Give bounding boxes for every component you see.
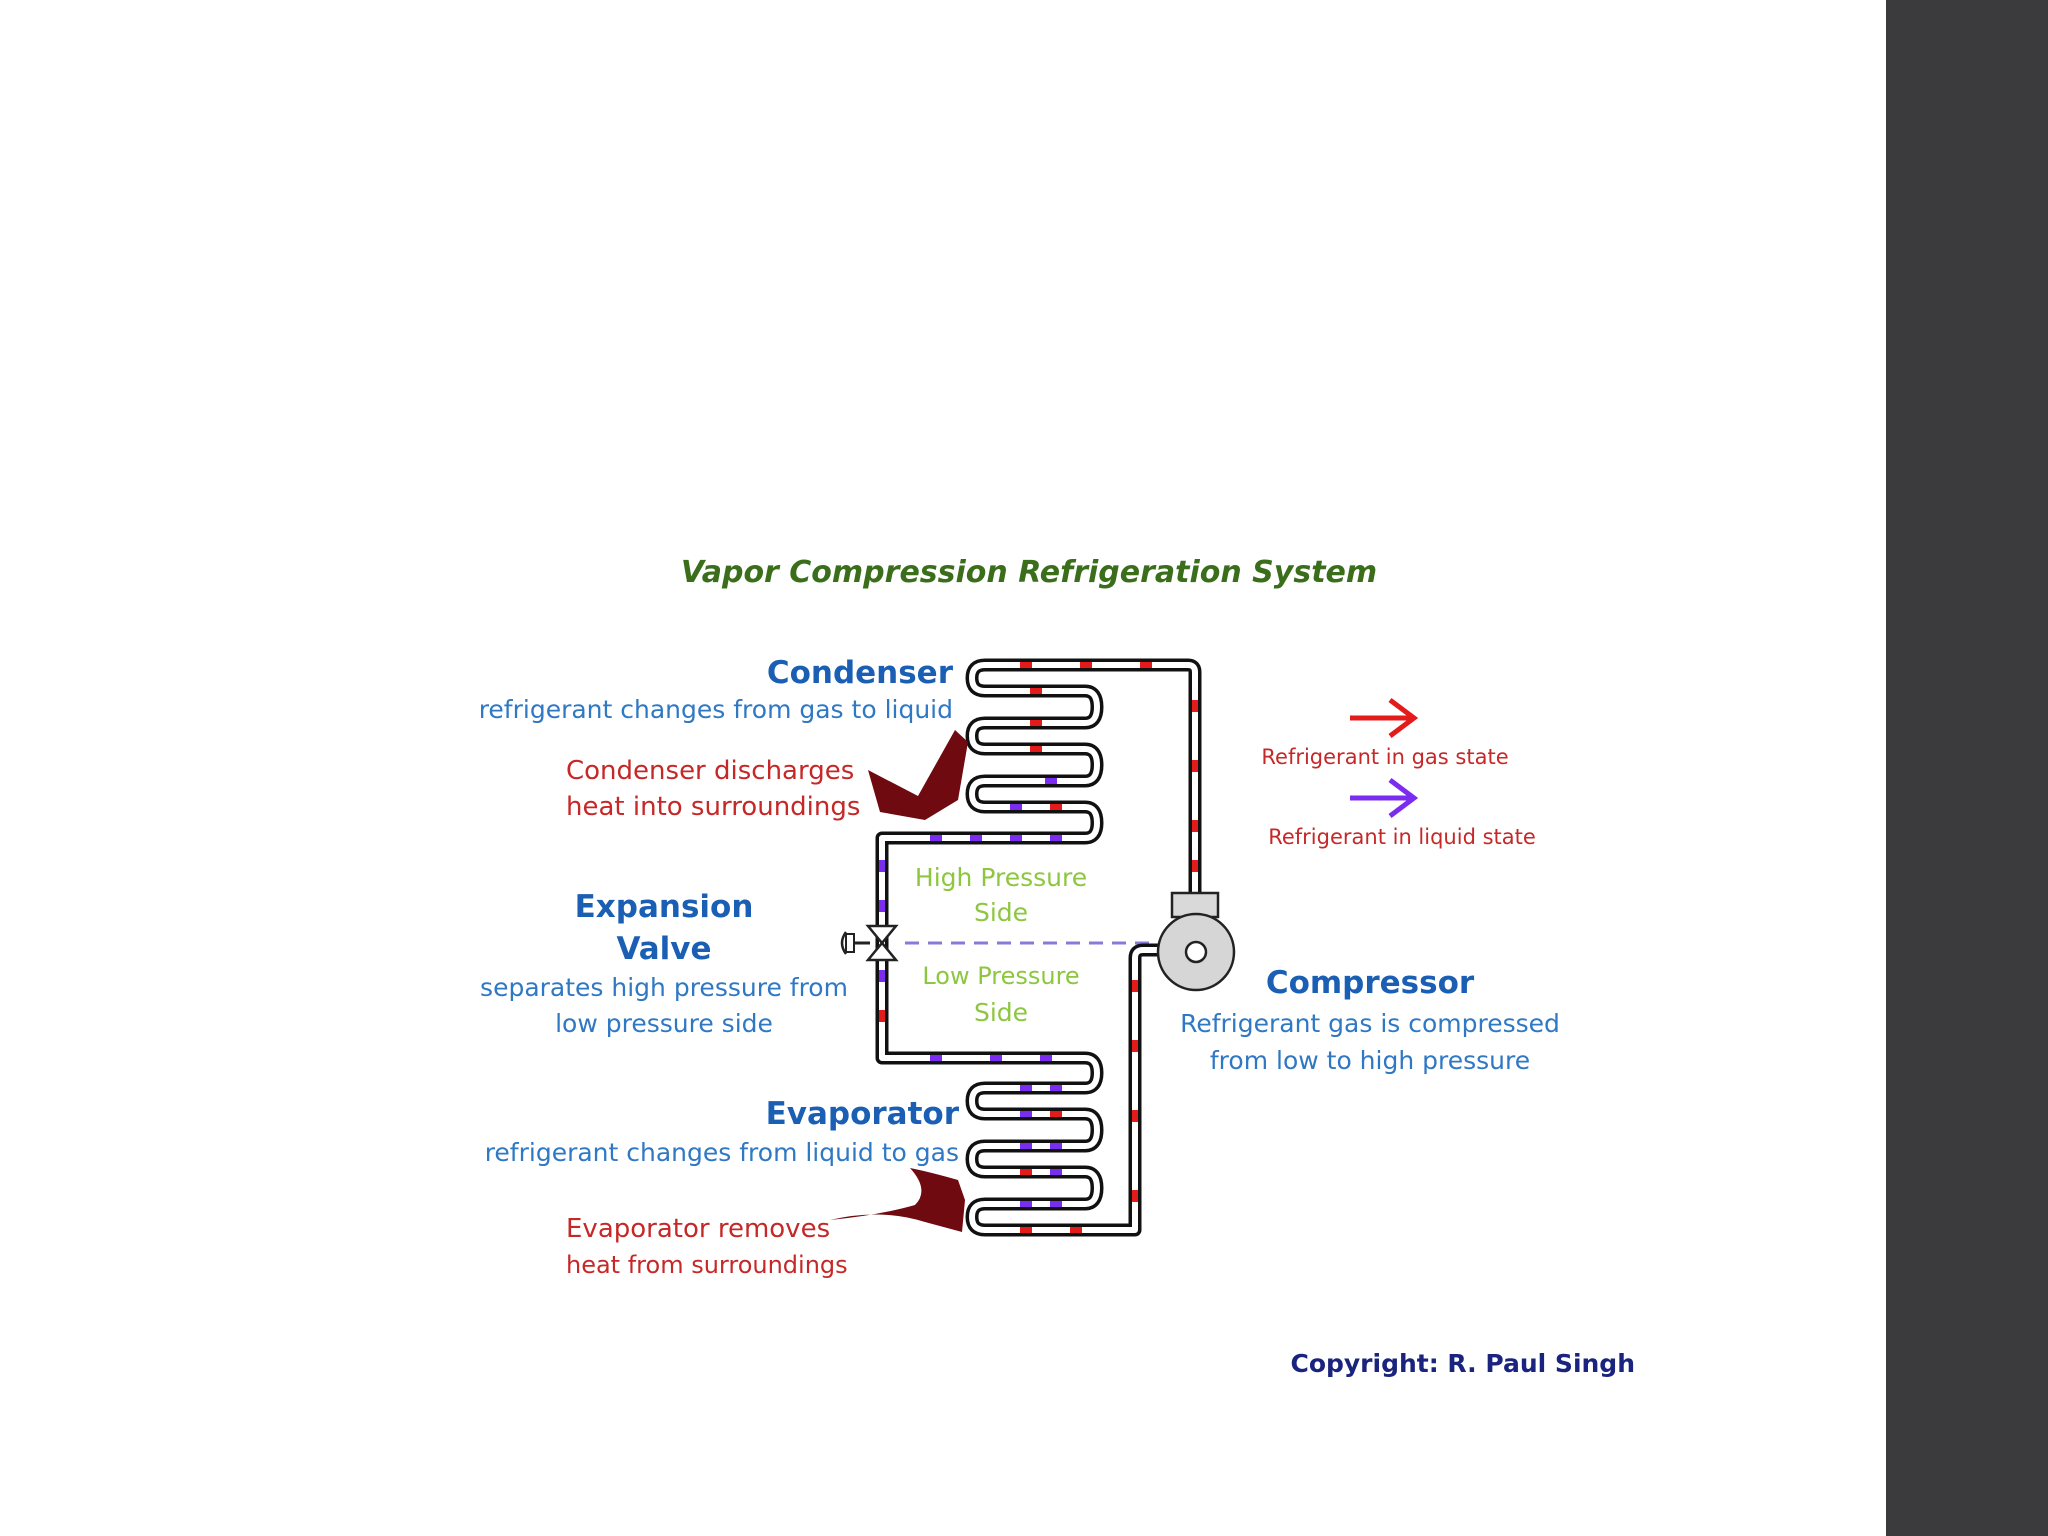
high-pressure-label-line1: High Pressure [914, 863, 1088, 892]
high-pressure-label-line2: Side [973, 898, 1029, 927]
expansion-valve-description-line1: separates high pressure from [480, 973, 848, 1002]
condenser-label: Condenser [766, 655, 953, 691]
diagram-title: Vapor Compression Refrigeration System [680, 555, 1378, 590]
refrigerant-tubing-inner [879, 662, 1198, 1233]
compressor-label: Compressor [1265, 965, 1475, 1001]
low-pressure-label-line2: Side [973, 998, 1029, 1027]
gas-legend-arrow-icon [1350, 698, 1419, 738]
expansion-valve-icon [840, 924, 899, 962]
low-pressure-label-line1: Low Pressure [922, 962, 1080, 990]
copyright-text: Copyright: R. Paul Singh [1290, 1349, 1635, 1378]
condenser-heat-arrow-icon [868, 730, 968, 820]
compressor-description-line2: from low to high pressure [1209, 1046, 1531, 1075]
flow-marks [879, 662, 1198, 1233]
dark-side-panel [1886, 0, 2048, 1536]
evaporator-description: refrigerant changes from liquid to gas [484, 1138, 959, 1167]
expansion-valve-label-line1: Expansion [574, 889, 754, 925]
evaporator-label: Evaporator [765, 1096, 959, 1132]
condenser-description: refrigerant changes from gas to liquid [478, 695, 953, 724]
legend-gas-label: Refrigerant in gas state [1261, 745, 1509, 769]
expansion-valve-description-line2: low pressure side [555, 1009, 773, 1038]
expansion-valve-label-line2: Valve [616, 931, 712, 967]
evaporator-heat-text-line2: heat from surroundings [566, 1251, 848, 1279]
evaporator-heat-arrow-icon [830, 1168, 965, 1232]
compressor-icon [1156, 891, 1236, 992]
condenser-heat-text-line1: Condenser discharges [566, 756, 855, 786]
condenser-heat-text-line2: heat into surroundings [566, 792, 861, 822]
compressor-description-line1: Refrigerant gas is compressed [1180, 1009, 1560, 1038]
liquid-legend-arrow-icon [1350, 778, 1419, 818]
legend-liquid-label: Refrigerant in liquid state [1268, 825, 1536, 849]
evaporator-heat-text-line1: Evaporator removes [566, 1214, 831, 1244]
